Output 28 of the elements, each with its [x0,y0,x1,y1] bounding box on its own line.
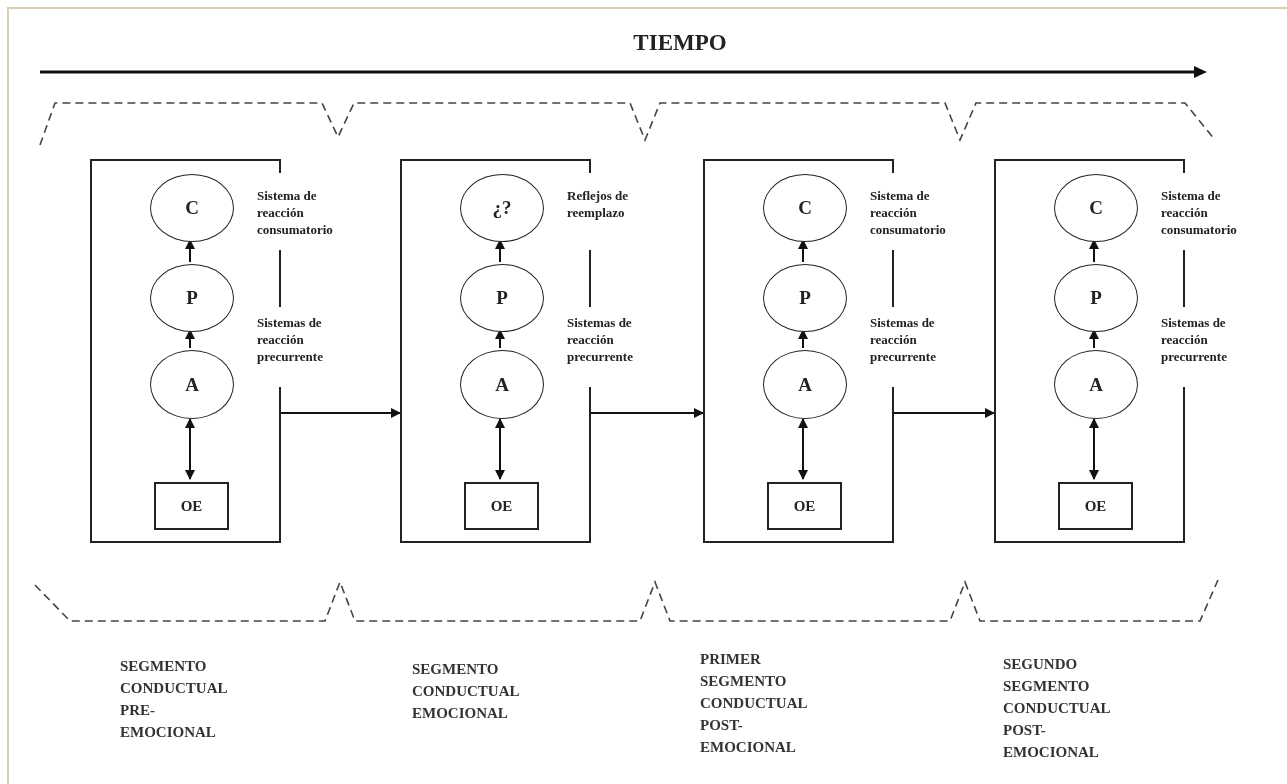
circle-node: ¿? [460,174,544,242]
circle-node: P [1054,264,1138,332]
square-node: OE [154,482,229,530]
circle-node: P [150,264,234,332]
circle-node: A [1054,350,1138,419]
arrow [280,408,401,418]
circle-node: A [763,350,847,419]
square-node: OE [1058,482,1133,530]
circle-node: P [460,264,544,332]
segment-label: SEGMENTO CONDUCTUAL PRE-EMOCIONAL [120,657,228,742]
arrow [1089,418,1099,480]
arrow [893,408,995,418]
arrow [495,418,505,480]
circle-node: A [460,350,544,419]
circle-node: C [1054,174,1138,242]
title: TIEMPO [632,30,728,56]
circle-node: A [150,350,234,419]
segment-label: SEGMENTO CONDUCTUAL EMOCIONAL [412,660,520,723]
circle-node: P [763,264,847,332]
arrow [185,418,195,480]
segment-label: SEGUNDO SEGMENTO CONDUCTUAL POST-EMOCIONAL [1003,655,1111,762]
segment-label: PRIMER SEGMENTO CONDUCTUAL POST-EMOCIONAL [700,650,808,757]
circle-node: C [763,174,847,242]
square-node: OE [767,482,842,530]
circle-node: C [150,174,234,242]
arrow [798,418,808,480]
arrow [590,408,704,418]
square-node: OE [464,482,539,530]
